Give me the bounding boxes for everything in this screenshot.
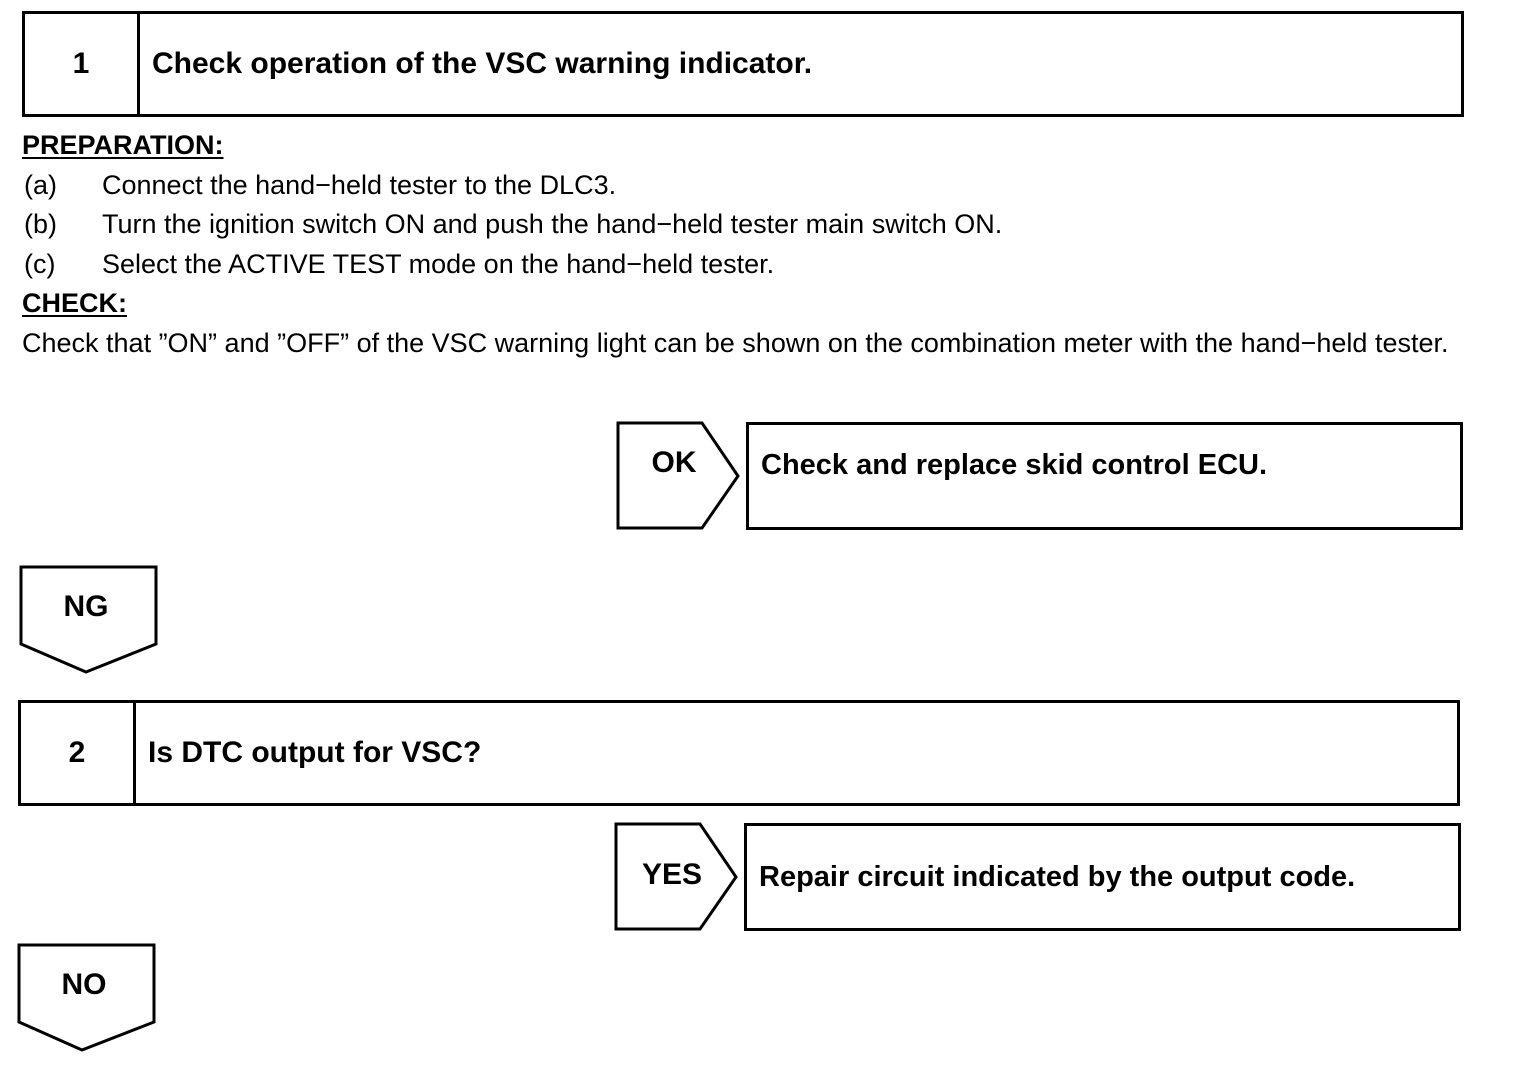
step-2-title: Is DTC output for VSC? bbox=[148, 736, 482, 769]
step-1-title: Check operation of the VSC warning indic… bbox=[152, 47, 813, 80]
preparation-item-text: Connect the hand−held tester to the DLC3… bbox=[102, 170, 617, 200]
preparation-item-text: Turn the ignition switch ON and push the… bbox=[102, 209, 1003, 239]
ng-arrow-shape bbox=[19, 565, 158, 674]
preparation-heading: PREPARATION: bbox=[22, 130, 224, 160]
ok-result-text: Check and replace skid control ECU. bbox=[761, 449, 1268, 481]
preparation-item-label: (a) bbox=[24, 170, 57, 200]
check-text: Check that ”ON” and ”OFF” of the VSC war… bbox=[22, 328, 1449, 358]
step-2-number: 2 bbox=[21, 703, 136, 803]
no-label: NO bbox=[61, 968, 107, 1001]
step-1-number: 1 bbox=[25, 14, 140, 114]
yes-result-box: Repair circuit indicated by the output c… bbox=[744, 823, 1461, 931]
step-1-box: 1 Check operation of the VSC warning ind… bbox=[22, 11, 1464, 117]
preparation-item-c: (c) Select the ACTIVE TEST mode on the ha… bbox=[24, 249, 774, 280]
preparation-item-text: Select the ACTIVE TEST mode on the hand−… bbox=[102, 249, 775, 279]
ok-label: OK bbox=[651, 446, 697, 479]
yes-result-text: Repair circuit indicated by the output c… bbox=[759, 860, 1356, 893]
no-arrow-shape bbox=[17, 943, 156, 1052]
preparation-item-label: (c) bbox=[24, 249, 56, 279]
yes-label: YES bbox=[641, 858, 703, 891]
yes-arrow-shape bbox=[614, 822, 738, 931]
preparation-item-a: (a) Connect the hand−held tester to the D… bbox=[24, 170, 616, 201]
step-2-box: 2 Is DTC output for VSC? bbox=[18, 700, 1460, 806]
ok-arrow-shape bbox=[616, 421, 740, 530]
ng-label: NG bbox=[63, 590, 109, 623]
preparation-item-b: (b) Turn the ignition switch ON and push … bbox=[24, 209, 1002, 240]
preparation-item-label: (b) bbox=[24, 209, 57, 239]
ok-result-box: Check and replace skid control ECU. bbox=[746, 422, 1463, 530]
check-heading: CHECK: bbox=[22, 288, 127, 318]
